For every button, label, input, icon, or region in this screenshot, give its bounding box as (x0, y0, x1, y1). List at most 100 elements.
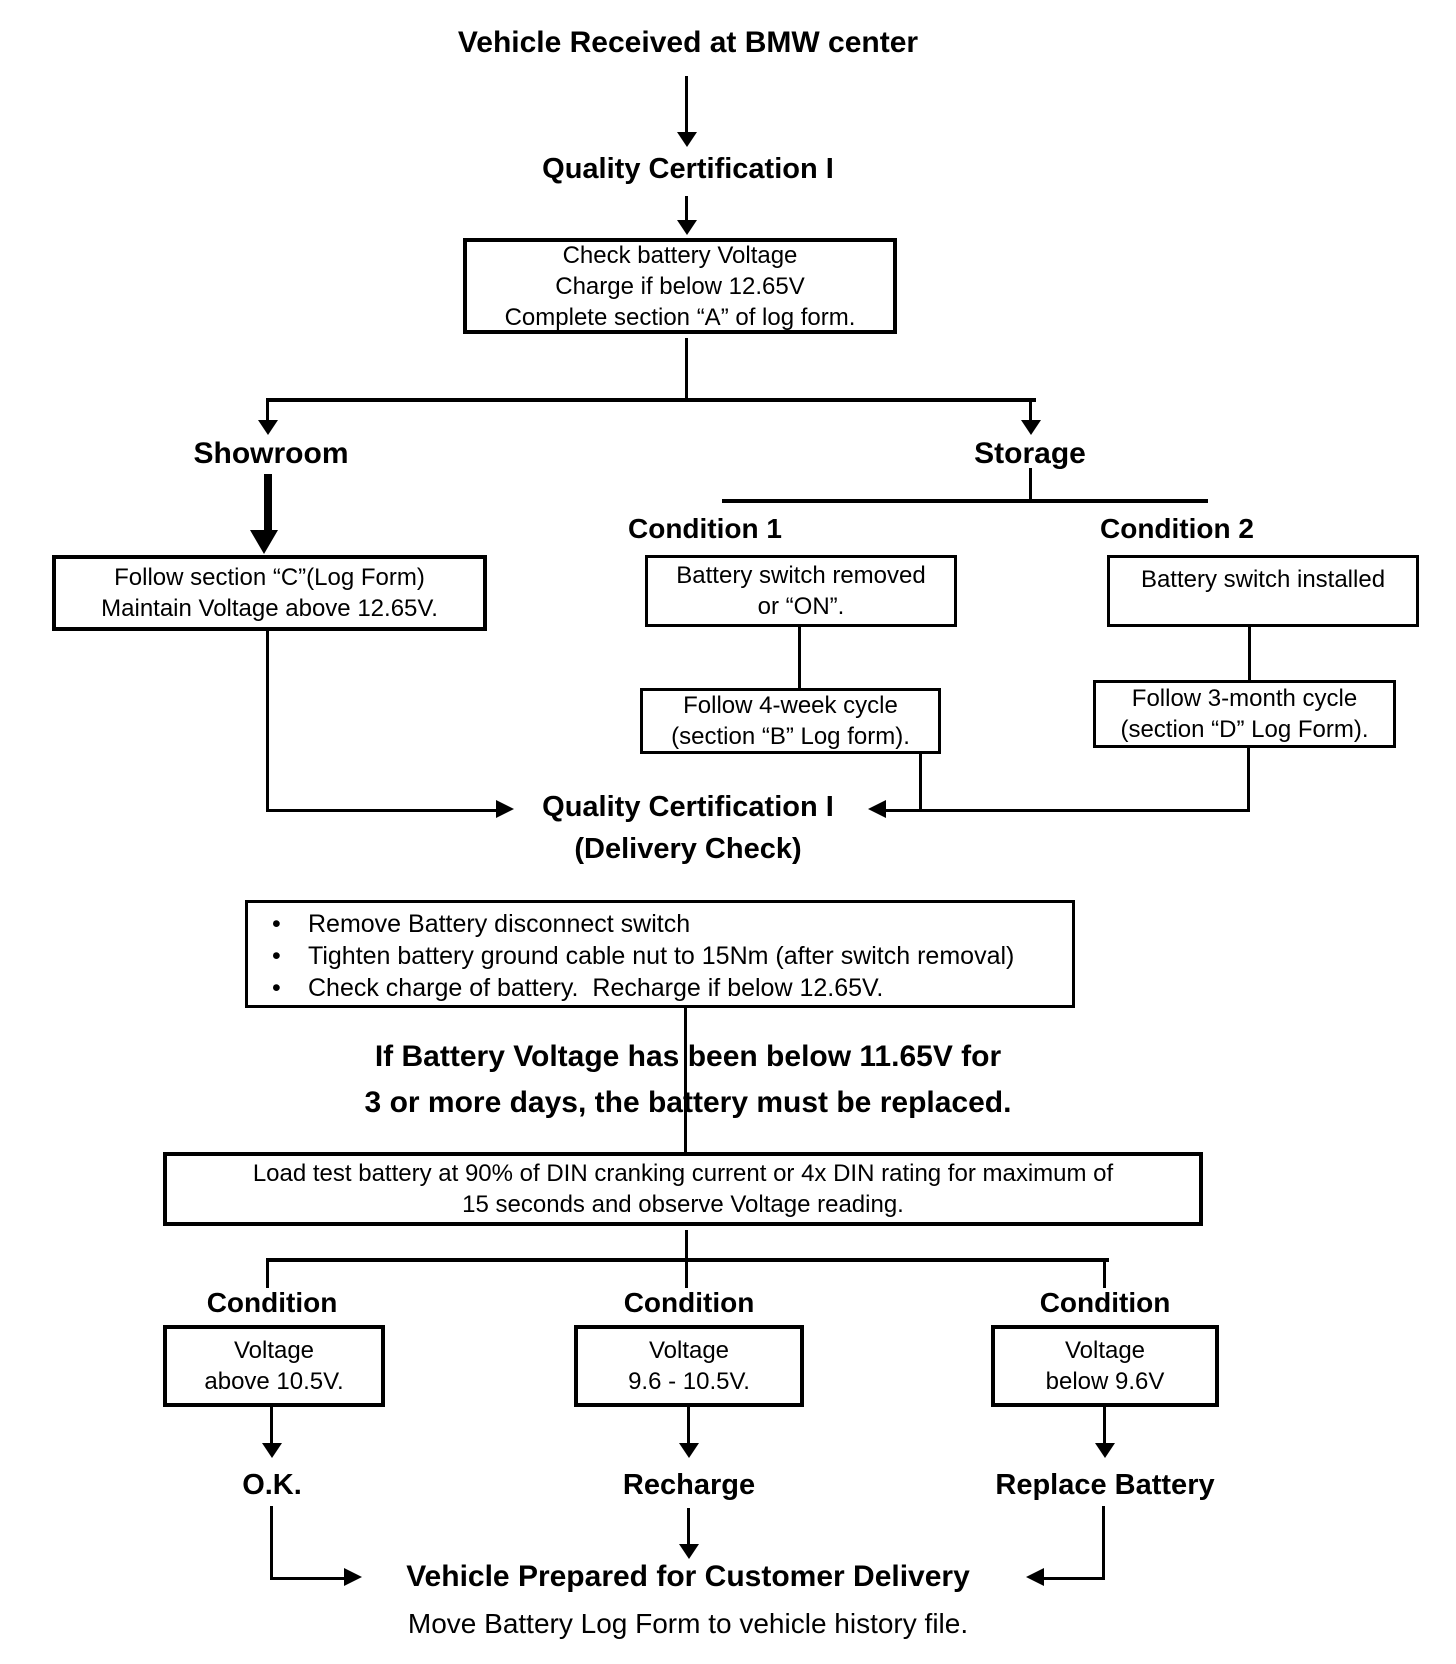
check-battery-line: Complete section “A” of log form. (504, 303, 856, 331)
arrow-down-icon (677, 220, 697, 235)
connector-line (266, 809, 498, 812)
load-test-line: 15 seconds and observe Voltage reading. (462, 1191, 904, 1218)
connector-line (919, 754, 922, 812)
connector-line (1103, 1260, 1106, 1288)
condition1-label: Condition 1 (628, 513, 782, 544)
connector-line (266, 631, 269, 811)
arrow-down-icon (679, 1544, 699, 1559)
connector-line (687, 1508, 690, 1546)
result-replace-label: Replace Battery (995, 1469, 1215, 1501)
connector-line (270, 1577, 344, 1580)
cycle-3month-box: Follow 3-month cycle (section “D” Log Fo… (1093, 680, 1396, 748)
arrow-down-icon (258, 420, 278, 435)
connector-line (1247, 748, 1250, 812)
connector-line (685, 1230, 688, 1260)
connector-line (1029, 400, 1032, 422)
connector-line (1044, 1577, 1104, 1580)
result-ok-label: O.K. (242, 1469, 302, 1501)
arrow-down-icon (1021, 420, 1041, 435)
connector-line (886, 809, 1249, 812)
connector-line (270, 1506, 273, 1580)
connector-line (270, 1407, 273, 1445)
outcome3-condition-label: Condition (1039, 1287, 1171, 1318)
connector-line (685, 196, 688, 222)
bullet-icon: • (272, 910, 281, 938)
load-test-line: Load test battery at 90% of DIN cranking… (252, 1160, 1114, 1187)
load-test-box: Load test battery at 90% of DIN cranking… (163, 1152, 1203, 1226)
voltage-below-box: Voltage below 9.6V (991, 1325, 1219, 1407)
showroom-label: Showroom (193, 437, 349, 470)
connector-line (684, 1008, 687, 1154)
connector-line (266, 1260, 269, 1288)
result-recharge-label: Recharge (622, 1469, 756, 1501)
condition2-box: Battery switch installed (1107, 555, 1419, 627)
cycle-3month-line: Follow 3-month cycle (1131, 685, 1358, 712)
voltage-line: above 10.5V. (204, 1368, 344, 1395)
check-battery-line: Check battery Voltage (562, 241, 798, 269)
delivery-check-subtitle: (Delivery Check) (574, 833, 802, 865)
arrow-down-icon (677, 132, 697, 147)
arrow-down-icon (250, 530, 278, 554)
storage-branch-line (722, 499, 1208, 503)
quality-certification-1-label: Quality Certification I (542, 153, 834, 185)
final-delivery-label: Vehicle Prepared for Customer Delivery (406, 1560, 970, 1593)
bullet-item: • Remove Battery disconnect switch (272, 908, 1062, 940)
cycle-3month-line: (section “D” Log Form). (1120, 716, 1369, 743)
flow-title: Vehicle Received at BMW center (457, 26, 919, 59)
connector-line (798, 627, 801, 688)
cycle-4week-line: Follow 4-week cycle (683, 692, 898, 719)
showroom-box: Follow section “C”(Log Form) Maintain Vo… (52, 555, 487, 631)
arrow-right-icon (344, 1568, 362, 1586)
outcome1-condition-label: Condition (206, 1287, 338, 1318)
connector-line (1102, 1506, 1105, 1580)
outcome2-condition-label: Condition (623, 1287, 755, 1318)
condition1-box-line: or “ON”. (757, 593, 845, 620)
arrow-down-icon (262, 1443, 282, 1458)
showroom-box-line: Follow section “C”(Log Form) (114, 564, 425, 591)
connector-line (1248, 627, 1251, 680)
delivery-check-title: Quality Certification I (542, 791, 834, 823)
cycle-4week-line: (section “B” Log form). (671, 723, 910, 750)
voltage-line: below 9.6V (1045, 1368, 1165, 1395)
arrow-down-icon (679, 1443, 699, 1458)
arrow-left-icon (1026, 1568, 1044, 1586)
arrow-down-icon (1095, 1443, 1115, 1458)
cycle-4week-box: Follow 4-week cycle (section “B” Log for… (640, 688, 941, 754)
connector-line (685, 76, 688, 134)
delivery-check-tasks-box: • Remove Battery disconnect switch • Tig… (245, 900, 1075, 1008)
connector-line (264, 474, 272, 534)
bullet-text: Remove Battery disconnect switch (308, 910, 691, 938)
voltage-mid-box: Voltage 9.6 - 10.5V. (574, 1325, 804, 1407)
connector-line (266, 400, 269, 422)
connector-line (1103, 1407, 1106, 1445)
connector-line (685, 1260, 688, 1288)
branch-line (266, 398, 1036, 402)
voltage-above-box: Voltage above 10.5V. (163, 1325, 385, 1407)
check-battery-box: Check battery Voltage Charge if below 12… (463, 238, 897, 334)
condition1-box-line: Battery switch removed (676, 562, 926, 589)
bullet-text: Check charge of battery. Recharge if bel… (308, 974, 884, 1002)
condition2-label: Condition 2 (1100, 513, 1254, 544)
voltage-line: Voltage (648, 1337, 730, 1364)
showroom-box-line: Maintain Voltage above 12.65V. (101, 595, 438, 622)
bullet-icon: • (272, 974, 281, 1002)
condition2-box-line: Battery switch installed (1140, 566, 1386, 593)
bullet-item: • Check charge of battery. Recharge if b… (272, 972, 1062, 1004)
voltage-line: 9.6 - 10.5V. (628, 1368, 750, 1395)
arrow-right-icon (496, 800, 514, 818)
log-form-note: Move Battery Log Form to vehicle history… (407, 1608, 969, 1639)
arrow-left-icon (868, 800, 886, 818)
replacement-note-line: 3 or more days, the battery must be repl… (364, 1086, 1012, 1119)
condition1-box: Battery switch removed or “ON”. (645, 555, 957, 627)
bullet-item: • Tighten battery ground cable nut to 15… (272, 940, 1062, 972)
connector-line (1029, 468, 1032, 502)
connector-line (685, 338, 688, 402)
replacement-note-line: If Battery Voltage has been below 11.65V… (374, 1040, 1002, 1073)
bullet-icon: • (272, 942, 281, 970)
connector-line (687, 1407, 690, 1445)
bullet-text: Tighten battery ground cable nut to 15Nm… (308, 942, 1015, 970)
voltage-line: Voltage (1064, 1337, 1146, 1364)
check-battery-line: Charge if below 12.65V (555, 272, 805, 300)
storage-label: Storage (974, 437, 1086, 470)
